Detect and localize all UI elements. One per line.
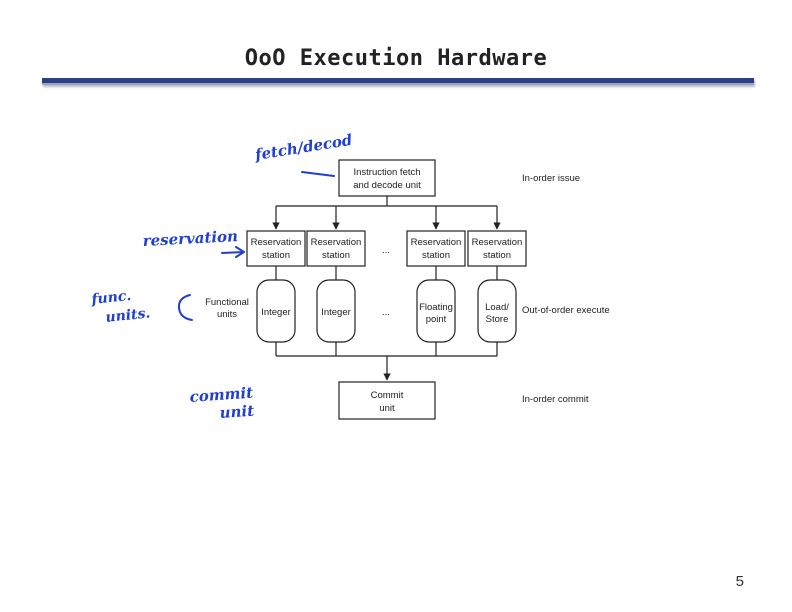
annotation-commit-line1: commit (189, 384, 254, 406)
func-label-line2: units (217, 309, 237, 320)
ls-label-line2: Store (486, 314, 509, 325)
integer-label: Integer (261, 307, 291, 318)
rs-label: Reservation (251, 237, 302, 248)
annotation-reservation: reservation (142, 227, 238, 250)
ink-annotations: fetch/decod reservation func. units. com… (90, 131, 354, 422)
out-of-order-execute-label: Out-of-order execute (522, 305, 610, 316)
reservation-station-2: Reservation station (306, 230, 366, 267)
in-order-issue-label: In-order issue (522, 173, 580, 184)
functional-units-label: Functional units (205, 297, 249, 320)
func-label-line1: Functional (205, 297, 249, 308)
reservation-station-4: Reservation station (467, 230, 527, 267)
annotation-commit-line2: unit (219, 402, 255, 422)
fu-ellipsis: ... (382, 307, 390, 318)
integer-unit-2: Integer (316, 279, 356, 343)
title-rule (42, 78, 754, 85)
fp-label-line2: point (426, 314, 447, 325)
rs-label: station (322, 250, 350, 261)
fetch-unit-line2: and decode unit (353, 180, 421, 191)
connectors (272, 196, 501, 381)
annotation-bracket (177, 294, 193, 321)
rs-label: station (262, 250, 290, 261)
annotation-fetch-stroke (301, 171, 335, 177)
fetch-unit-line1: Instruction fetch (353, 167, 420, 178)
load-store-unit: Load/ Store (477, 279, 517, 343)
rs-label: station (422, 250, 450, 261)
rs-label: Reservation (411, 237, 462, 248)
rs-label: Reservation (472, 237, 523, 248)
rs-ellipsis: ... (382, 245, 390, 256)
rs-label: station (483, 250, 511, 261)
commit-label-line1: Commit (371, 390, 404, 401)
in-order-commit-label: In-order commit (522, 394, 589, 405)
commit-label-line2: unit (379, 403, 395, 414)
integer-label: Integer (321, 307, 351, 318)
annotation-reservation-arrow (221, 246, 245, 258)
annotation-fetch-decode: fetch/decod (253, 131, 354, 164)
fp-label-line1: Floating (419, 302, 453, 313)
reservation-station-1: Reservation station (246, 230, 306, 267)
integer-unit-1: Integer (256, 279, 296, 343)
commit-unit: Commit unit (338, 381, 436, 420)
reservation-station-3: Reservation station (406, 230, 466, 267)
slide-title: OoO Execution Hardware (244, 46, 548, 71)
annotation-func-line1: func. (90, 288, 132, 308)
page-number: 5 (735, 573, 744, 590)
rs-label: Reservation (311, 237, 362, 248)
fetch-decode-unit: Instruction fetch and decode unit (338, 159, 436, 197)
annotation-func-line2: units. (105, 305, 151, 326)
ls-label-line1: Load/ (485, 302, 509, 313)
floating-point-unit: Floating point (416, 279, 456, 343)
